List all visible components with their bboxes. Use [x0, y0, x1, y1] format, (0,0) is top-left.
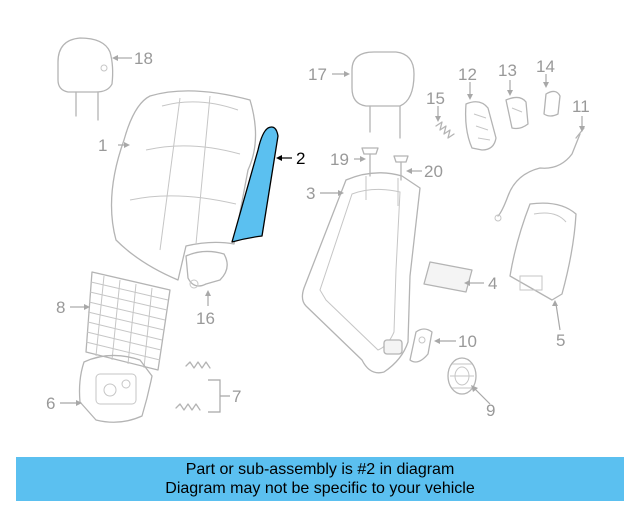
callout-19: 19: [330, 150, 349, 169]
part-17-headrest: [351, 51, 415, 139]
part-15-clip: [435, 121, 455, 139]
part-13-trim: [505, 96, 529, 130]
part-5-back-panel: [509, 202, 577, 301]
caption-bar: Part or sub-assembly is #2 in diagram Di…: [16, 457, 624, 501]
callout-leaders: [60, 55, 585, 413]
part-4-pad: [423, 261, 473, 293]
callout-10: 10: [458, 332, 477, 351]
caption-line-disclaimer: Diagram may not be specific to your vehi…: [165, 480, 475, 497]
part-16-bracket: [185, 250, 228, 289]
callout-20: 20: [424, 162, 443, 181]
part-9-knob: [447, 357, 477, 395]
part-2-side-panel: [231, 126, 279, 243]
callout-11: 11: [572, 97, 590, 116]
callout-18: 18: [134, 49, 153, 68]
callout-labels: 1 2 3 4 5 6 7 8 9 10 11 12 13 14 15 16 1…: [46, 49, 590, 420]
callout-8: 8: [56, 298, 65, 317]
part-1-seat-back-cushion: [110, 90, 257, 281]
callout-9: 9: [486, 401, 495, 420]
callout-16: 16: [196, 309, 215, 328]
callout-13: 13: [498, 61, 517, 80]
part-12-trim: [464, 101, 497, 151]
part-8-spring-mat: [85, 271, 171, 371]
part-11-cable: [494, 127, 585, 222]
callout-1: 1: [98, 136, 107, 155]
parts-diagram: 1 2 3 4 5 6 7 8 9 10 11 12 13 14 15 16 1…: [46, 37, 590, 423]
callout-17: 17: [308, 65, 327, 84]
callout-7: 7: [232, 387, 241, 406]
part-18-headrest: [57, 37, 114, 121]
part-19-guide: [361, 147, 379, 177]
callout-14: 14: [536, 57, 555, 76]
part-7-springs: [175, 361, 211, 411]
caption-line-part: Part or sub-assembly is #2 in diagram: [185, 461, 455, 478]
callout-2: 2: [296, 149, 305, 168]
callout-3: 3: [306, 184, 315, 203]
part-20-guide: [393, 155, 409, 181]
part-10-lever: [409, 328, 433, 363]
part-14-trim: [543, 90, 561, 117]
part-3-seat-back-frame: [301, 172, 421, 374]
callout-15: 15: [426, 89, 445, 108]
callout-6: 6: [46, 394, 55, 413]
part-6-lumbar-plate: [78, 354, 153, 423]
callout-4: 4: [488, 274, 497, 293]
callout-5: 5: [556, 331, 565, 350]
callout-12: 12: [458, 65, 477, 84]
